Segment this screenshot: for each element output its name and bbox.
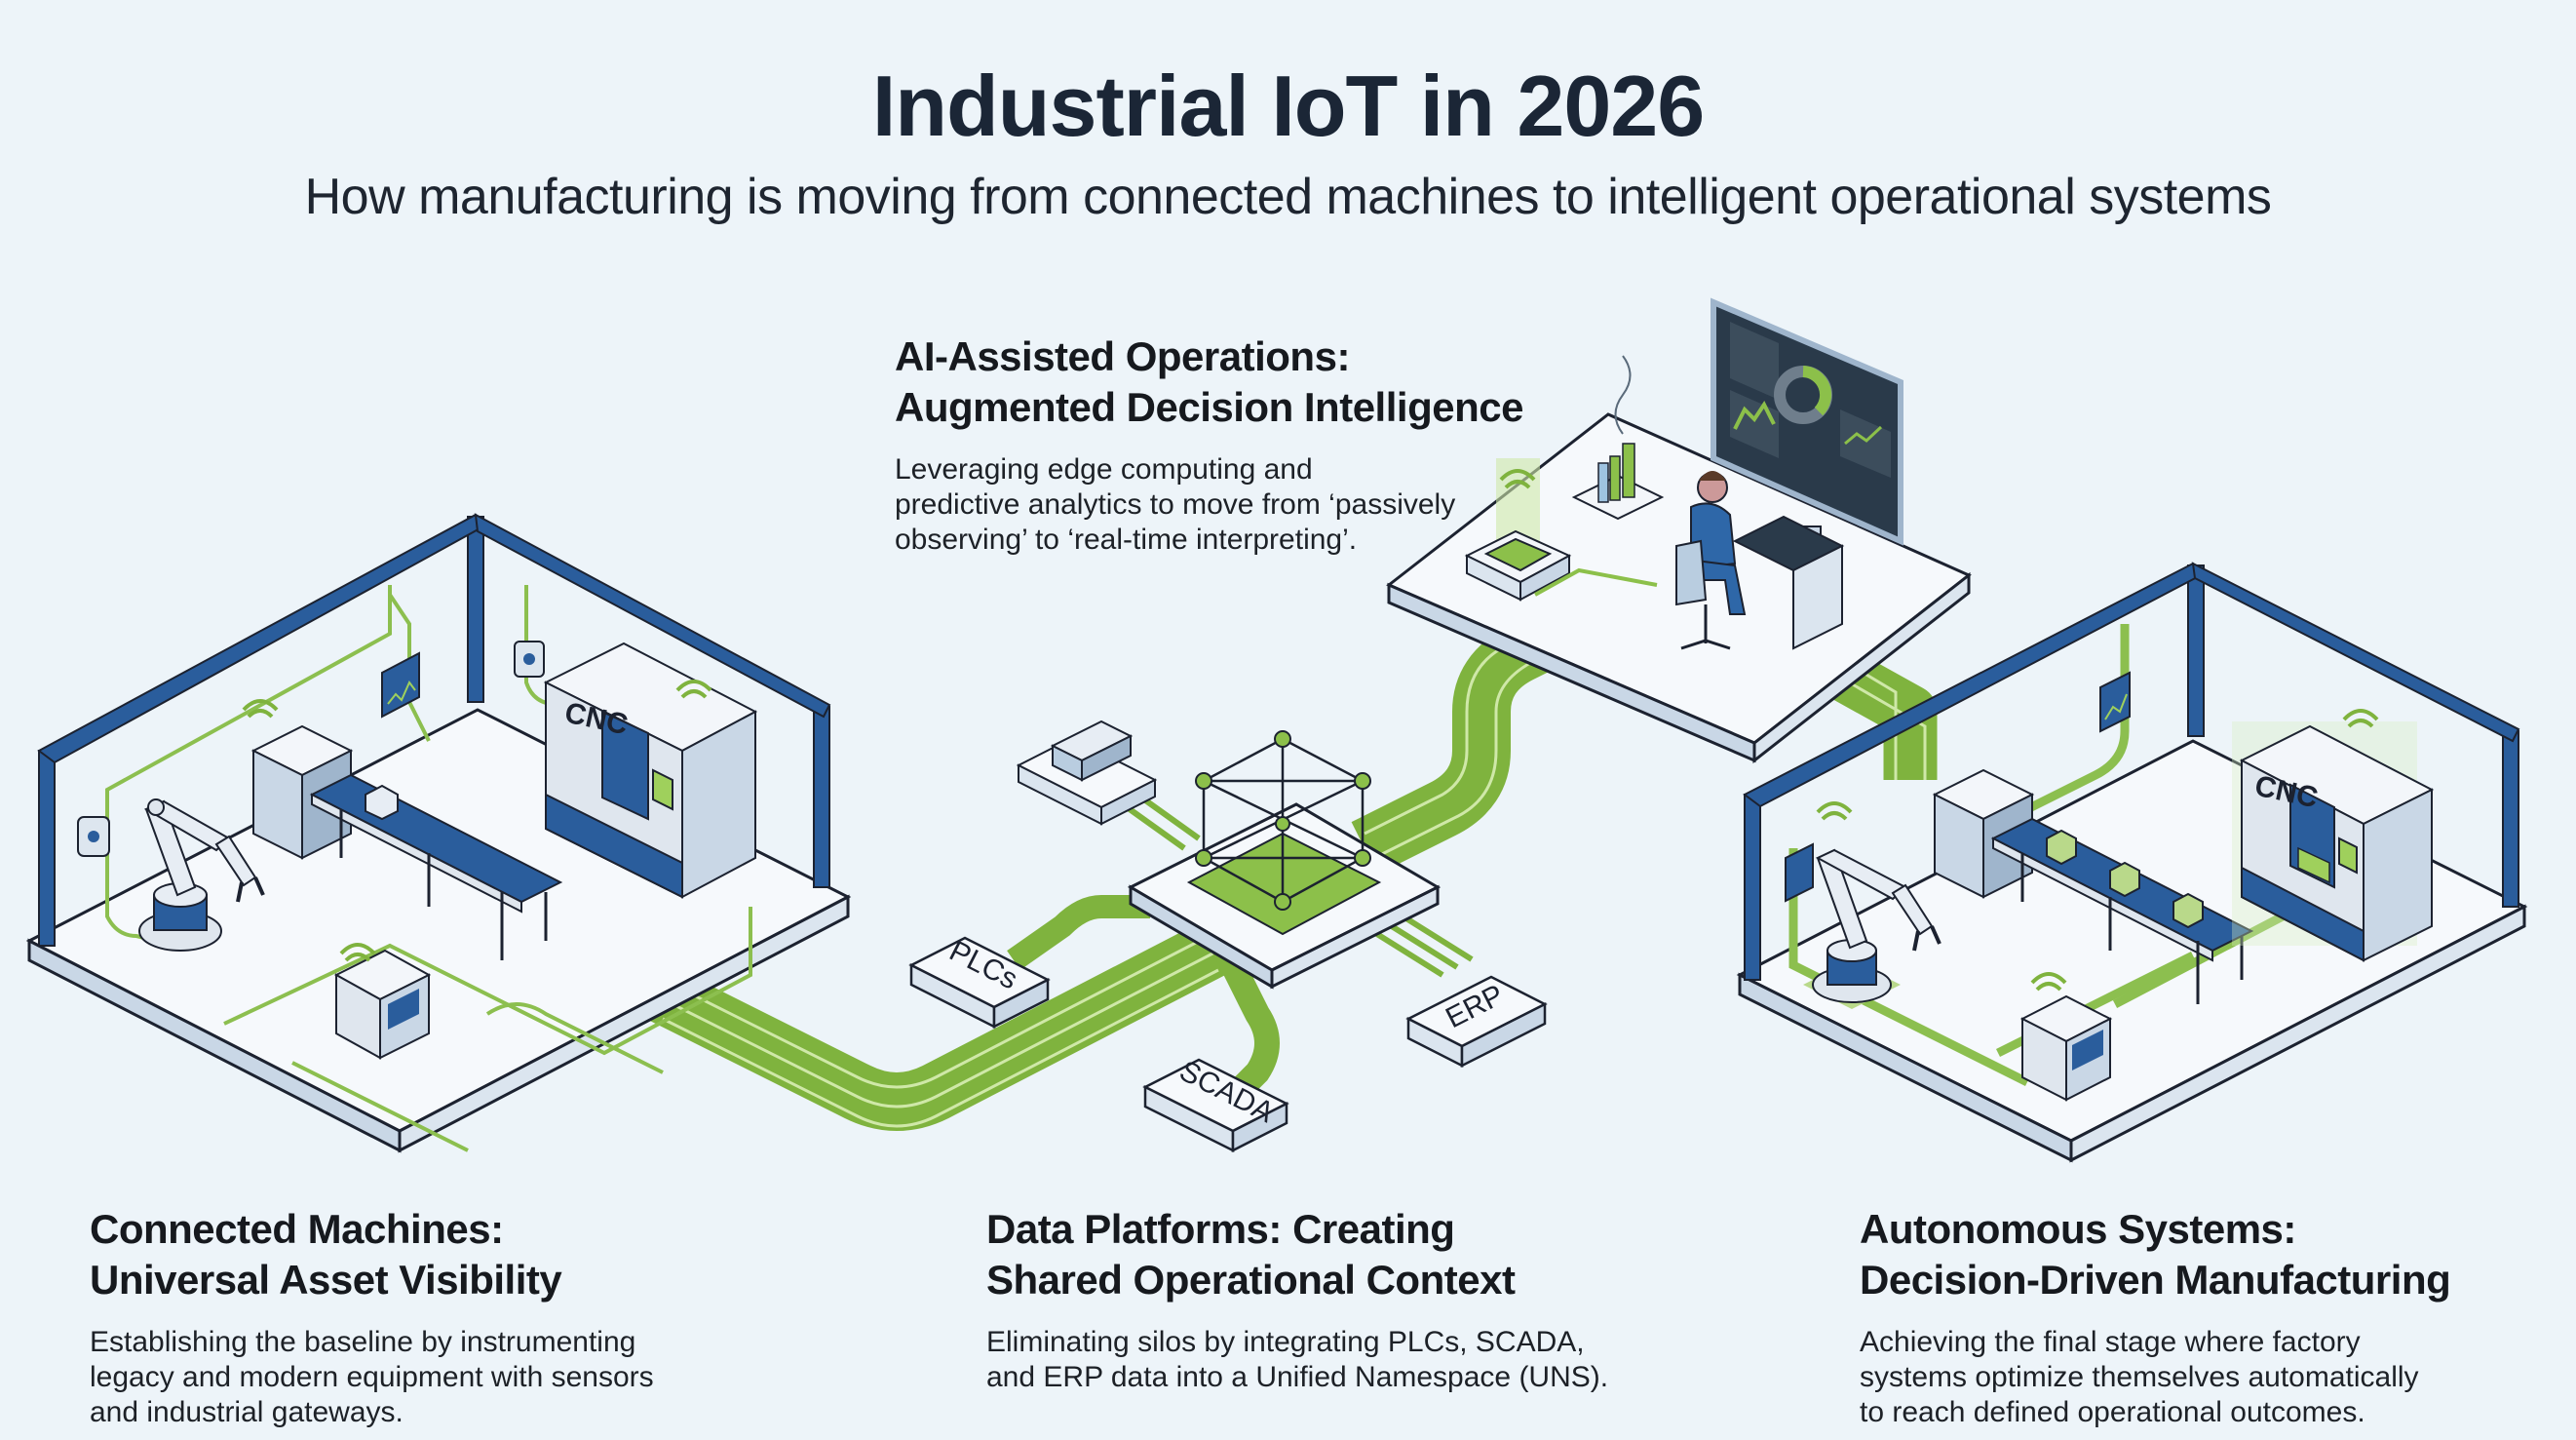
data-pipeline-hub-to-ai	[1351, 607, 1573, 875]
desc-line: legacy and modern equipment with sensors	[90, 1361, 654, 1393]
ai-operations-platform	[1386, 297, 1972, 764]
stage-title-line2: Shared Operational Context	[986, 1257, 1516, 1303]
autonomous-factory: CNC	[1736, 562, 2528, 1163]
wall-monitor-icon	[381, 651, 420, 719]
stage-autonomous: Autonomous Systems: Decision-Driven Manuf…	[1860, 1204, 2561, 1430]
stage-title: Connected Machines: Universal Asset Visib…	[90, 1204, 830, 1305]
stage-title-line2: Augmented Decision Intelligence	[895, 384, 1523, 430]
robot-arm-icon	[1812, 848, 1942, 1003]
uns-hub	[1127, 730, 1442, 990]
stage-title-line1: Autonomous Systems:	[1860, 1206, 2296, 1252]
stage-connected-machines: Connected Machines: Universal Asset Visib…	[90, 1204, 830, 1430]
desc-line: Establishing the baseline by instrumenti…	[90, 1326, 636, 1358]
desc-line: to reach defined operational outcomes.	[1860, 1396, 2365, 1428]
data-pipeline-scada	[1207, 930, 1280, 1111]
factory-frame-icon	[1743, 562, 2520, 981]
desc-line: and ERP data into a Unified Namespace (U…	[986, 1361, 1609, 1393]
data-pipeline-left-to-hub	[649, 919, 1232, 1131]
stage-title-line1: Data Platforms: Creating	[986, 1206, 1455, 1252]
sensor-box-icon	[77, 816, 110, 857]
industrial-gateway-icon	[2019, 994, 2113, 1102]
robot-arm-icon	[138, 798, 265, 952]
desc-line: Leveraging edge computing and	[895, 453, 1313, 486]
wifi-signal-icon	[1499, 469, 1536, 489]
stage-title-line2: Universal Asset Visibility	[90, 1257, 562, 1303]
desc-line: observing’ to ‘real-time interpreting’.	[895, 524, 1358, 556]
desc-line: Eliminating silos by integrating PLCs, S…	[986, 1326, 1585, 1358]
desc-line: Achieving the final stage where factory	[1860, 1326, 2361, 1358]
stage-title-line1: AI-Assisted Operations:	[895, 333, 1350, 379]
cnc-machine-icon: CNC	[2232, 721, 2435, 962]
desc-line: predictive analytics to move from ‘passi…	[895, 488, 1456, 521]
wifi-signal-icon	[242, 680, 712, 962]
erp-box: ERP	[1405, 975, 1548, 1069]
sensor-box-icon	[514, 641, 545, 678]
data-pipeline-plcs	[1007, 895, 1150, 970]
page-title: Industrial IoT in 2026	[871, 58, 1705, 154]
analytics-bars-icon	[1571, 355, 1665, 521]
stage-title: Autonomous Systems: Decision-Driven Manuf…	[1860, 1204, 2561, 1305]
stage-title: AI-Assisted Operations: Augmented Decisio…	[895, 331, 1596, 433]
stage-ai-assisted: AI-Assisted Operations: Augmented Decisio…	[895, 331, 1596, 558]
cnc-machine-icon: CNC	[543, 642, 758, 899]
stage-title-line1: Connected Machines:	[90, 1206, 504, 1252]
factory-frame-icon	[37, 513, 831, 947]
desc-line: and industrial gateways.	[90, 1396, 404, 1428]
product-box-icon	[2046, 829, 2204, 929]
operator-person-icon	[1675, 471, 1747, 650]
page-subtitle: How manufacturing is moving from connect…	[304, 169, 2272, 225]
stage-description: Establishing the baseline by instrumenti…	[90, 1325, 830, 1430]
edge-chip-icon	[1464, 458, 1572, 602]
wifi-signal-icon	[1816, 709, 2379, 992]
desc-line: systems optimize themselves automaticall…	[1860, 1361, 2419, 1393]
connected-machines-factory: CNC	[25, 513, 852, 1153]
stage-title-line2: Decision-Driven Manufacturing	[1860, 1257, 2451, 1303]
stage-description: Eliminating silos by integrating PLCs, S…	[986, 1325, 1747, 1395]
conveyor-belt-icon	[309, 773, 563, 960]
plcs-box: PLCs	[908, 935, 1051, 1030]
wall-monitor-icon	[1785, 671, 2131, 903]
conveyor-belt-icon	[1990, 817, 2254, 1004]
server-rack-icon	[1016, 720, 1158, 826]
industrial-gateway-icon	[333, 949, 432, 1060]
operator-workstation-icon	[1732, 515, 1845, 650]
